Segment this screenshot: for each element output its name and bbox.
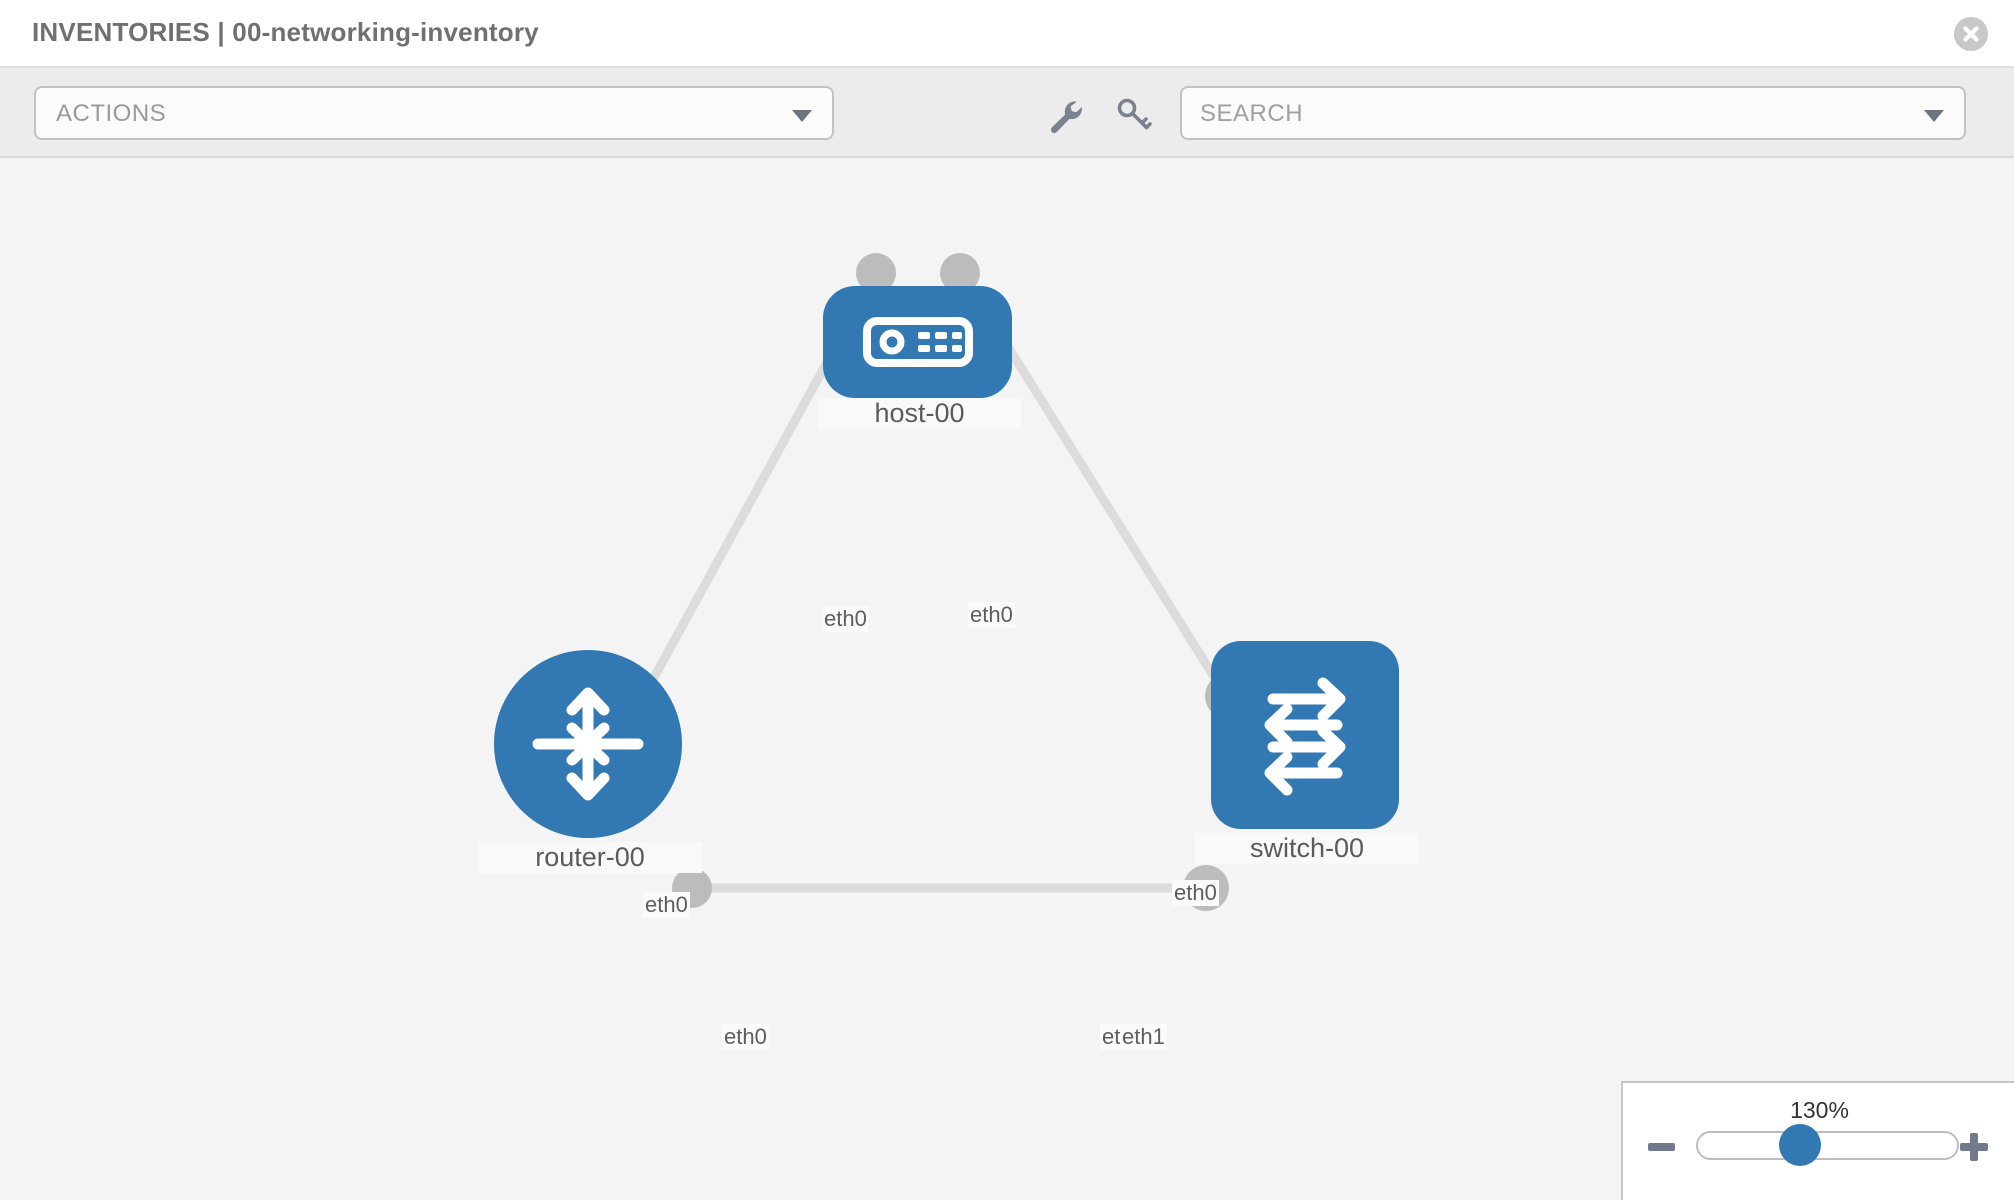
server-icon	[863, 317, 973, 367]
search-chevron-down-icon[interactable]	[1924, 110, 1944, 122]
topology-canvas[interactable]: host-00	[0, 158, 2014, 1200]
node-host-00[interactable]: host-00	[818, 286, 1021, 430]
zoom-slider-thumb[interactable]	[1779, 1124, 1821, 1166]
node-switch-00-label: switch-00	[1195, 833, 1419, 864]
edge-label-router00-up: eth0	[643, 892, 690, 918]
chevron-down-icon	[792, 110, 812, 122]
zoom-out-button[interactable]	[1648, 1132, 1678, 1162]
edge-label-host00-left: eth0	[822, 606, 869, 632]
plus-icon-vertical	[1970, 1133, 1978, 1161]
page-title: INVENTORIES | 00-networking-inventory	[32, 17, 539, 47]
minus-icon	[1648, 1143, 1675, 1151]
zoom-slider-track[interactable]	[1696, 1131, 1959, 1160]
zoom-control-panel: 130%	[1621, 1081, 2014, 1200]
switch-arrows-icon	[1264, 677, 1346, 796]
actions-dropdown-label: ACTIONS	[56, 100, 167, 127]
zoom-in-button[interactable]	[1960, 1132, 1990, 1162]
page-header: INVENTORIES | 00-networking-inventory	[0, 0, 2014, 68]
search-placeholder: SEARCH	[1200, 100, 1304, 127]
actions-dropdown[interactable]: ACTIONS	[34, 86, 834, 140]
key-icon[interactable]	[1113, 94, 1155, 136]
wrench-icon[interactable]	[1043, 94, 1085, 136]
node-host-00-shape	[823, 286, 1012, 398]
node-switch-00[interactable]: switch-00	[1195, 641, 1419, 903]
node-router-00-label: router-00	[478, 842, 702, 873]
node-router-00[interactable]: router-00	[478, 650, 702, 912]
search-input[interactable]: SEARCH	[1180, 86, 1966, 140]
edge-label-switch00-left-eth1: eth1	[1120, 1024, 1167, 1050]
close-icon[interactable]	[1954, 17, 1988, 51]
edge-label-host00-right: eth0	[968, 602, 1015, 628]
router-arrows-icon	[532, 687, 644, 801]
edge-label-router00-right: eth0	[722, 1024, 769, 1050]
node-switch-00-shape	[1211, 641, 1399, 829]
zoom-level-value: 130%	[1790, 1097, 1849, 1123]
toolbar: ACTIONS SEARCH	[0, 68, 2014, 158]
edge-label-switch00-up: eth0	[1172, 880, 1219, 906]
node-host-00-label: host-00	[818, 398, 1021, 429]
